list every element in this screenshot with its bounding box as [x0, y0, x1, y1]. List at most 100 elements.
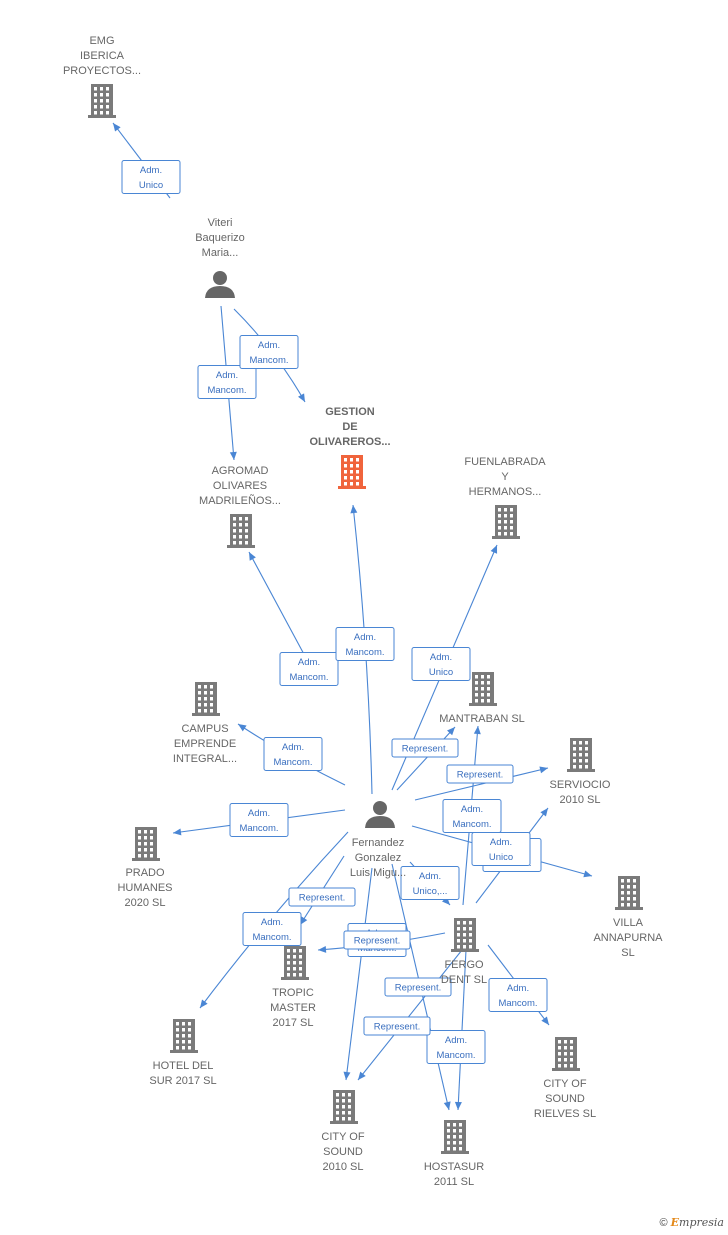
node-label: INTEGRAL... [173, 753, 237, 765]
edge-label-box [343, 930, 411, 950]
building-icon [88, 84, 116, 118]
edge-label[interactable]: Adm. Mancom. [242, 912, 302, 946]
edge-label[interactable]: Adm.Mancom. [239, 335, 299, 369]
edge-label-text: Mancom. [452, 819, 491, 830]
person-icon [365, 801, 395, 828]
edge-label-box [279, 652, 339, 686]
empresia-logo[interactable]: Empresia [670, 1216, 724, 1229]
edge-label[interactable]: Adm.Mancom. [229, 803, 289, 837]
edge-label-box [442, 799, 502, 833]
edge-label-text: Adm. [490, 837, 512, 848]
node-label: 2017 SL [273, 1017, 314, 1029]
edge-label-text: Adm. [282, 742, 304, 753]
edge-label[interactable]: Adm.Mancom. [426, 1030, 486, 1064]
node-label: Y [501, 471, 509, 483]
node-hotel[interactable]: HOTEL DEL SUR 2017 SL [149, 1019, 217, 1087]
edge-fergo-to-city2010 [357, 949, 463, 1081]
edge-label-text: Adm. [419, 871, 441, 882]
node-label: PROYECTOS... [63, 65, 141, 77]
node-label: CITY OF [543, 1078, 586, 1090]
node-label: HUMANES [117, 882, 172, 894]
building-icon [567, 738, 595, 772]
arrow-head [539, 766, 548, 774]
edge-label-text: Mancom. [252, 932, 291, 943]
node-label: DE [342, 421, 357, 433]
node-emg[interactable]: EMGIBERICAPROYECTOS... [63, 35, 141, 118]
building-icon [132, 827, 160, 861]
edge-label[interactable]: Adm.Unico [411, 647, 471, 681]
edge-label-box [263, 737, 323, 771]
node-label: Viteri [208, 217, 233, 229]
node-label: CITY OF [321, 1131, 364, 1143]
edge-label[interactable]: Adm.Unico [471, 832, 531, 866]
node-label: SOUND [323, 1146, 363, 1158]
edge-label-box [363, 1016, 431, 1036]
edge-label-box [426, 1030, 486, 1064]
edge-label-text: Mancom. [498, 998, 537, 1009]
edge-label-text: Adm. [430, 652, 452, 663]
node-label: ANNAPURNA [593, 932, 663, 944]
edge-label-text: Adm. [298, 657, 320, 668]
node-fuenlabrada[interactable]: FUENLABRADAYHERMANOS... [464, 456, 546, 539]
node-agromad[interactable]: AGROMADOLIVARESMADRILEÑOS... [199, 465, 281, 548]
building-icon [615, 876, 643, 910]
edge-label-text: Represent. [299, 893, 345, 904]
node-label: SUR 2017 SL [149, 1075, 216, 1087]
edge-label-text: Mancom. [289, 672, 328, 683]
edge-label-box [239, 335, 299, 369]
node-label: CAMPUS [181, 723, 228, 735]
edge-label-text: Mancom. [249, 355, 288, 366]
node-label: OLIVARES [213, 480, 267, 492]
edge-label-box [197, 365, 257, 399]
arrow-head [443, 1101, 451, 1110]
node-label: FERGO [444, 959, 484, 971]
edge-label[interactable]: Represent. [446, 764, 514, 784]
edge-label[interactable]: Represent. [363, 1016, 431, 1036]
edge-label[interactable]: Represent. [384, 977, 452, 997]
node-campus[interactable]: CAMPUSEMPRENDEINTEGRAL... [173, 682, 237, 765]
edge-label[interactable]: Represent. [288, 887, 356, 907]
building-icon [492, 505, 520, 539]
node-gestion[interactable]: GESTIONDEOLIVAREROS... [309, 406, 391, 489]
node-mantraban[interactable]: MANTRABAN SL [439, 672, 525, 725]
edge-label[interactable]: Adm.Mancom. [263, 737, 323, 771]
edge-label-text: Adm. [445, 1035, 467, 1046]
edge-label[interactable]: Adm.Mancom. [335, 627, 395, 661]
node-label: Gonzalez [355, 852, 401, 864]
edge-label[interactable]: Represent. [391, 738, 459, 758]
edge-label-text: Adm. [216, 370, 238, 381]
node-viteri[interactable]: ViteriBaquerizoMaria... [195, 217, 245, 298]
node-label: FUENLABRADA [464, 456, 546, 468]
node-label: MASTER [270, 1002, 316, 1014]
edge-label[interactable]: Adm.Unico,... [400, 866, 460, 900]
node-label: Luis Migu... [350, 867, 406, 879]
arrow-head [238, 724, 247, 732]
edge-label[interactable]: Adm. Mancom. [197, 365, 257, 399]
node-label: Fernandez [352, 837, 405, 849]
edge-label[interactable]: Represent. [343, 930, 411, 950]
edge-label-text: Represent. [402, 744, 448, 755]
edge-label[interactable]: Adm.Mancom. [488, 978, 548, 1012]
edge-label[interactable]: Adm.Unico [121, 160, 181, 194]
edge-label-text: Mancom. [207, 385, 246, 396]
edge-label-box [242, 912, 302, 946]
edge-label-box [335, 627, 395, 661]
arrow-head [113, 123, 121, 132]
edge-label[interactable]: Adm. Mancom. [279, 652, 339, 686]
edge-label-text: Adm. [261, 917, 283, 928]
node-label: HOTEL DEL [153, 1060, 214, 1072]
edge-label[interactable]: Adm.Mancom. [442, 799, 502, 833]
node-label: RIELVES SL [534, 1108, 596, 1120]
edge-label-text: Represent. [374, 1022, 420, 1033]
arrow-head [298, 393, 305, 402]
